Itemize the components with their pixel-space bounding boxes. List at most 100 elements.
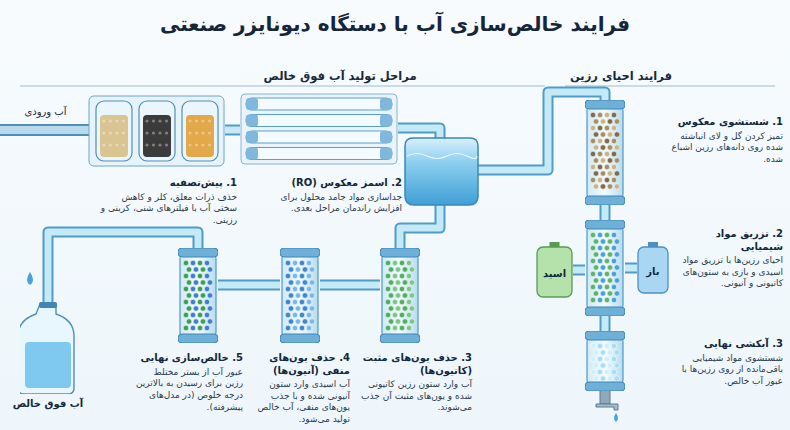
resin-bead	[607, 184, 612, 189]
resin-bead	[193, 267, 198, 272]
resin-bead	[604, 112, 609, 117]
resin-bead	[590, 297, 595, 302]
resin-bead	[193, 306, 198, 311]
step-heading: 2. اسمز معکوس (RO)	[252, 177, 402, 190]
resin-bead	[288, 280, 293, 285]
resin-bead	[600, 184, 605, 189]
resin-bead	[614, 252, 619, 257]
pipe-water	[573, 267, 585, 274]
pretreatment-filters: 1. پیش‌تصفیهحذف ذرات معلق، کلر و کاهش سخ…	[88, 95, 225, 167]
resin-bead	[193, 319, 198, 324]
step-heading: 3. حذف یون‌های مثبت (کاتیون‌ها)	[352, 352, 472, 377]
media-grain	[165, 143, 168, 146]
resin-bead	[593, 376, 598, 381]
resin-bead	[611, 284, 616, 289]
resin-bead	[611, 343, 616, 348]
resin-bead	[299, 299, 304, 304]
resin-bead	[406, 312, 411, 317]
resin-bead	[197, 312, 202, 317]
resin-bead	[600, 145, 605, 150]
media-grain	[195, 143, 198, 146]
media-grain	[201, 143, 204, 146]
section-heading: فرایند احیای رزین	[572, 69, 672, 83]
resin-bead	[604, 284, 609, 289]
resin-bead	[385, 260, 390, 265]
resin-bead	[614, 158, 619, 163]
resin-bead	[197, 260, 202, 265]
ro-unit: 2. اسمز معکوس (RO)جداسازی مواد جامد محلو…	[240, 93, 398, 165]
resin-bead	[614, 278, 619, 283]
resin-bead	[406, 299, 411, 304]
step-body: عبور آب از بستر مختلط رزین برای رسیدن به…	[133, 367, 243, 414]
resin-bead	[597, 343, 602, 348]
resin-bead	[295, 280, 300, 285]
resin-bead	[607, 252, 612, 257]
water-drop	[27, 272, 33, 285]
resin-bead	[395, 280, 400, 285]
resin-bead	[604, 369, 609, 374]
step-heading: 3. آبکشی نهایی	[670, 338, 783, 351]
column-glass	[382, 252, 418, 339]
step-caption: 3. آبکشی نهایی شستشوی مواد شیمیایی باقی‌م…	[670, 338, 783, 388]
resin-bead	[406, 260, 411, 265]
resin-bead	[593, 252, 598, 257]
resin-bead	[409, 306, 414, 311]
resin-bead	[288, 293, 293, 298]
water-pipe	[605, 205, 606, 220]
resin-bead	[385, 273, 390, 278]
resin-bead	[590, 245, 595, 250]
resin-bead	[611, 177, 616, 182]
resin-bead	[590, 271, 595, 276]
resin-bead	[614, 171, 619, 176]
resin-bead	[597, 369, 602, 374]
ro-membrane	[246, 115, 392, 127]
chemical-tank: باز	[637, 242, 669, 294]
pipe-wall	[218, 280, 280, 291]
media-grain	[195, 131, 198, 134]
product-bottle: آب فوق خالص	[20, 302, 76, 394]
resin-bead	[392, 299, 397, 304]
media-grain	[122, 131, 125, 134]
resin-bead	[607, 239, 612, 244]
resin-bead	[593, 158, 598, 163]
resin-bead	[607, 265, 612, 270]
resin-bead	[611, 297, 616, 302]
filter-media	[143, 115, 171, 157]
pipe-wall	[48, 232, 198, 302]
resin-bead	[288, 306, 293, 311]
ro-endcap	[246, 115, 258, 127]
column-cap	[380, 248, 420, 257]
resin-bead	[600, 363, 605, 368]
resin-bead	[190, 273, 195, 278]
resin-bead	[186, 280, 191, 285]
media-grain	[201, 131, 204, 134]
media-grain	[208, 143, 211, 146]
node-shape	[585, 331, 625, 391]
node-shape	[280, 248, 320, 343]
column-cap	[585, 382, 625, 391]
resin-bead	[611, 164, 616, 169]
resin-bead	[611, 151, 616, 156]
resin-bead	[183, 273, 188, 278]
resin-bead	[183, 312, 188, 317]
resin-bead	[611, 138, 616, 143]
resin-bead	[197, 325, 202, 330]
resin-bead	[200, 267, 205, 272]
media-grain	[158, 119, 161, 122]
resin-bead	[409, 319, 414, 324]
column-glass	[587, 335, 623, 387]
bottle-outline	[20, 304, 74, 394]
node-shape	[178, 248, 218, 343]
resin-bead	[302, 280, 307, 285]
step-heading: 2. تزریق مواد شیمیایی	[674, 228, 783, 253]
step-body: جداسازی مواد جامد محلول برای افزایش راند…	[252, 192, 402, 215]
step-body: شستشوی مواد شیمیایی باقی‌مانده از روی رز…	[670, 353, 783, 388]
resin-bead	[607, 291, 612, 296]
pipe-wall	[625, 263, 637, 274]
resin-bead	[614, 363, 619, 368]
filter-frame	[89, 96, 224, 166]
resin-bead	[611, 356, 616, 361]
resin-bead	[614, 145, 619, 150]
water-surface	[407, 154, 477, 159]
